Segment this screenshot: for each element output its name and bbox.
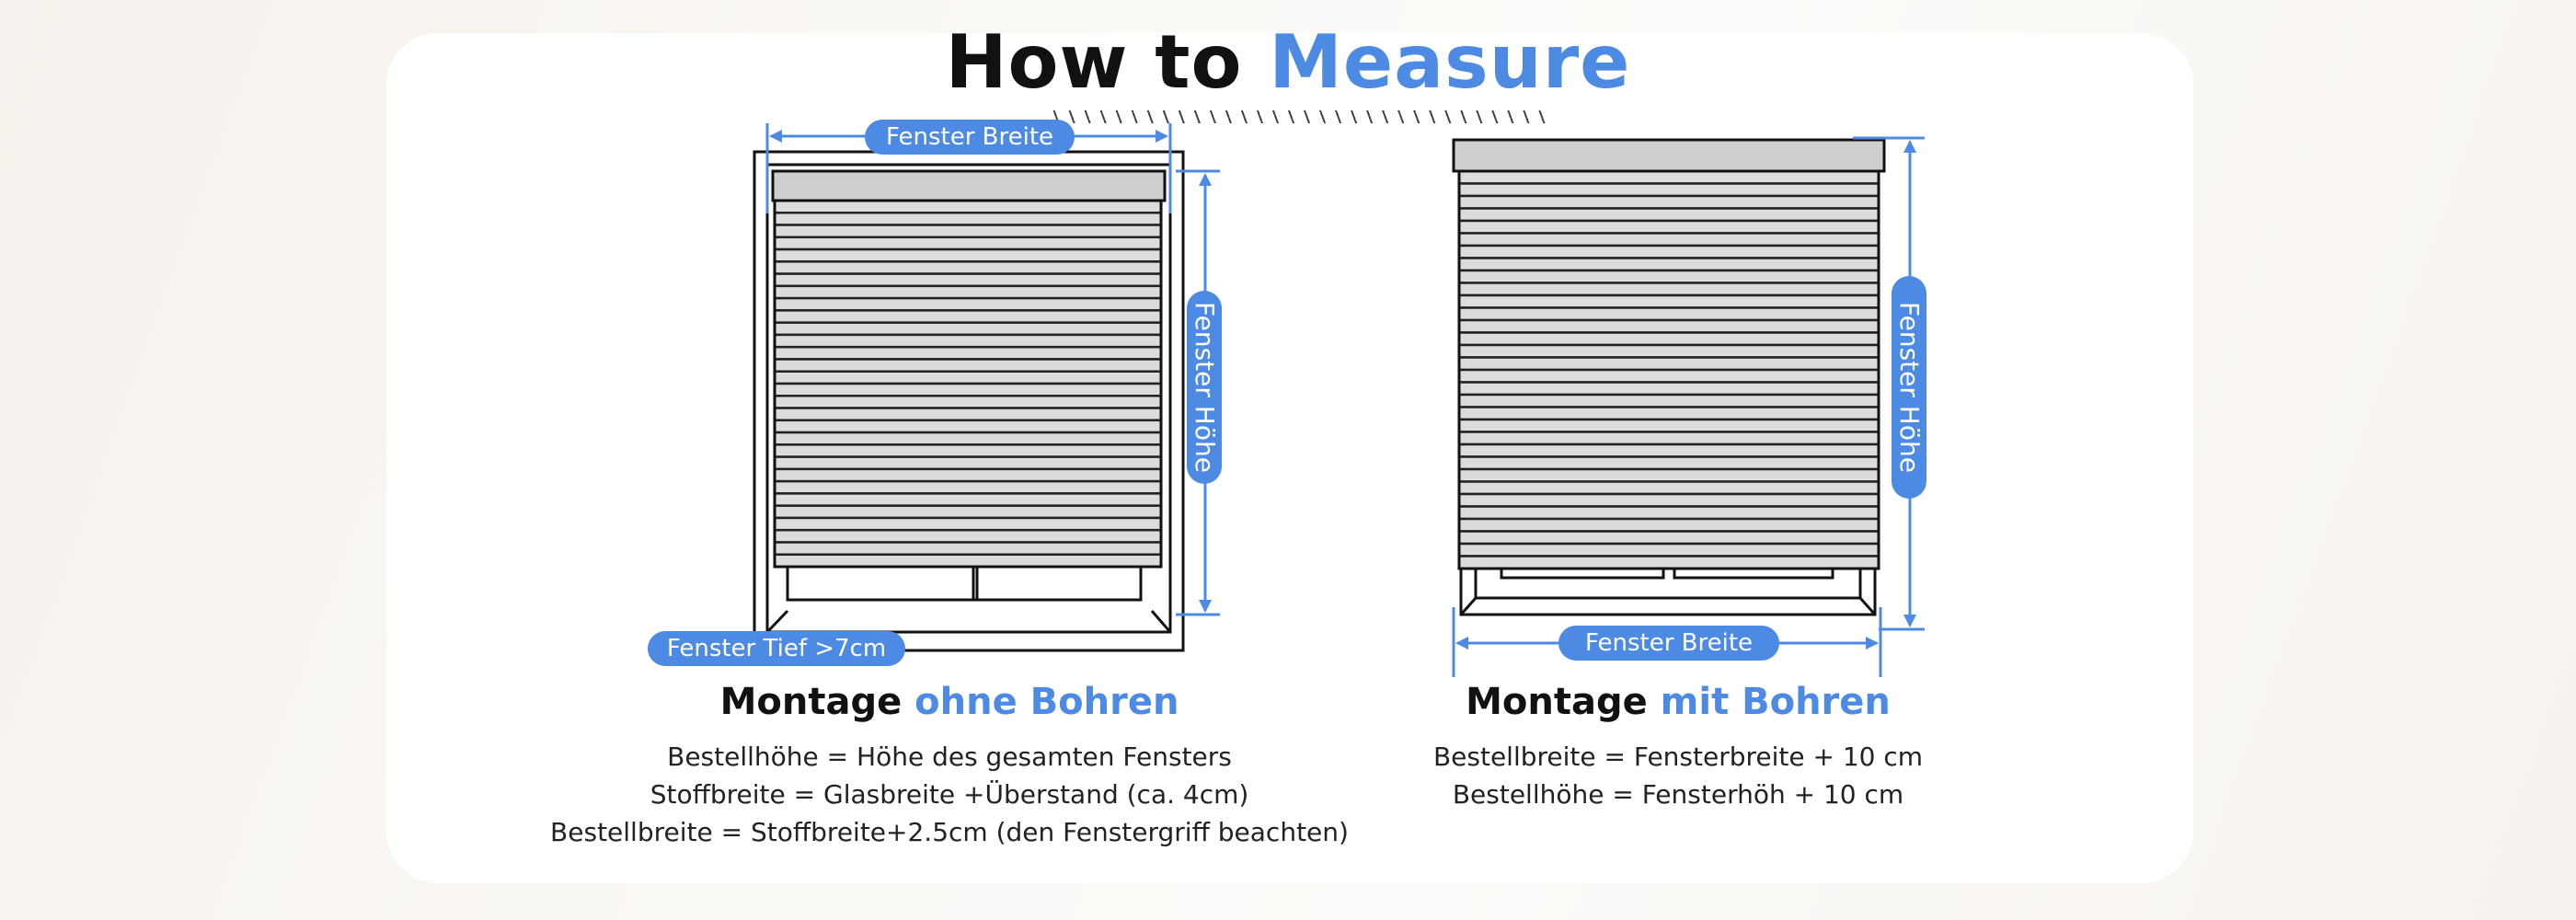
blind-slat bbox=[1457, 467, 1880, 483]
title-accent: Measure bbox=[1269, 19, 1631, 105]
blind-slat bbox=[1457, 269, 1880, 284]
blind-slat bbox=[1457, 480, 1880, 496]
blind-slat bbox=[1457, 169, 1880, 185]
blind-slat bbox=[1457, 232, 1880, 247]
left-line-2: Stoffbreite = Glasbreite +Überstand (ca.… bbox=[650, 779, 1249, 810]
blind-slat bbox=[1457, 318, 1880, 334]
blind-slat bbox=[1457, 555, 1880, 570]
blind-slat bbox=[1457, 418, 1880, 433]
blind-slat bbox=[1457, 343, 1880, 359]
blind-slat bbox=[1457, 443, 1880, 458]
right-height-label: Fenster Höhe bbox=[1892, 276, 1926, 499]
blind-slat bbox=[1457, 542, 1880, 558]
blind-slat bbox=[1457, 293, 1880, 309]
left-height-label: Fenster Höhe bbox=[1187, 291, 1222, 484]
blind-slat bbox=[1457, 492, 1880, 508]
stitch-decoration bbox=[1049, 110, 1549, 123]
right-line-2: Bestellhöhe = Fensterhöh + 10 cm bbox=[1452, 779, 1904, 810]
blind-slat bbox=[1457, 368, 1880, 384]
blind-slat bbox=[1457, 431, 1880, 446]
blind-slat bbox=[1457, 517, 1880, 533]
blind-slat bbox=[1457, 194, 1880, 210]
window-frame bbox=[1459, 565, 1877, 616]
left-line-3: Bestellbreite = Stoffbreite+2.5cm (den F… bbox=[550, 817, 1349, 847]
left-subtitle: Montage ohne Bohren bbox=[719, 681, 1179, 723]
depth-label: Fenster Tief >7cm bbox=[648, 631, 905, 666]
title-prefix: How to bbox=[945, 19, 1243, 105]
left-line-1: Bestellhöhe = Höhe des gesamten Fensters bbox=[667, 742, 1232, 772]
blind-slat bbox=[1457, 381, 1880, 397]
right-description: Bestellbreite = Fensterbreite + 10 cm Be… bbox=[1356, 738, 2000, 813]
slat-group bbox=[1457, 169, 1880, 570]
window-frame-inner bbox=[765, 163, 1172, 634]
blind-slat bbox=[1457, 207, 1880, 223]
blind-slat bbox=[1457, 331, 1880, 347]
blind-slat bbox=[1457, 219, 1880, 235]
blind-slat bbox=[1457, 406, 1880, 421]
right-line-1: Bestellbreite = Fensterbreite + 10 cm bbox=[1432, 742, 1924, 772]
left-width-label: Fenster Breite bbox=[865, 120, 1075, 155]
blind-slat bbox=[1457, 356, 1880, 372]
blind-slat bbox=[1457, 257, 1880, 272]
blind-slat bbox=[1457, 530, 1880, 546]
left-description: Bestellhöhe = Höhe des gesamten Fensters… bbox=[535, 738, 1363, 851]
blind-slat bbox=[1457, 282, 1880, 297]
cassette bbox=[1452, 138, 1886, 173]
blind-slat bbox=[1457, 306, 1880, 322]
page-title: How to Measure bbox=[0, 17, 2576, 109]
right-subtitle: Montage mit Bohren bbox=[1466, 681, 1891, 723]
blind-slat bbox=[1457, 244, 1880, 259]
blind-slat bbox=[1457, 505, 1880, 521]
blind-slat bbox=[1457, 455, 1880, 471]
blind-slat bbox=[1457, 182, 1880, 198]
blind-slat bbox=[1457, 393, 1880, 408]
right-width-label: Fenster Breite bbox=[1558, 626, 1779, 661]
